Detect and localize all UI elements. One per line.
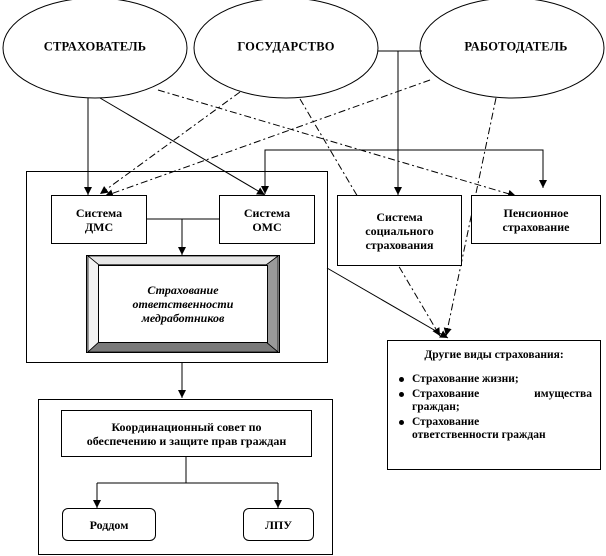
social-line-3: страхования: [365, 237, 434, 252]
dashdot-state-dms: [99, 91, 241, 195]
oms-line-2: ОМС: [252, 219, 282, 234]
box-council: Координационный совет по обеспечению и з…: [61, 410, 312, 457]
oval-state: [193, 0, 379, 99]
council-line-1: Координационный совет по: [111, 419, 262, 434]
pension-line-2: страхование: [502, 219, 570, 234]
maternity-label: Роддом: [89, 517, 129, 532]
box-other-insurance: Другие виды страхования: Страхование жиз…: [387, 340, 601, 470]
clinic-label: ЛПУ: [264, 517, 293, 532]
label-insurer: СТРАХОВАТЕЛЬ: [43, 39, 147, 54]
box-clinic: ЛПУ: [243, 508, 314, 541]
box-dms: Система ДМС: [51, 195, 147, 244]
liability-line-1: Страхование: [147, 283, 219, 297]
oms-line-1: Система: [243, 205, 291, 220]
bevel-shading: [87, 256, 279, 352]
other-item-3-line-1: Страхование: [412, 416, 480, 428]
other-item-2-line-2: граждан;: [412, 401, 460, 413]
box-maternity: Роддом: [62, 508, 156, 541]
council-group-frame: [38, 399, 333, 555]
list-item: Страхование имущества граждан;: [396, 388, 592, 414]
other-insurance-title: Другие виды страхования:: [424, 349, 564, 361]
other-insurance-list: Страхование жизни; Страхование имущества…: [396, 373, 592, 442]
social-line-2: социального: [365, 223, 434, 238]
other-item-2-line-1: Страхование имущества: [412, 388, 592, 400]
box-liability: Страхование ответственности медработнико…: [98, 265, 268, 343]
liability-line-2: ответственности: [132, 297, 234, 311]
line-group-to-other: [326, 267, 449, 339]
label-employer: РАБОТОДАТЕЛЬ: [464, 39, 568, 54]
box-social-insurance: Система социального страхования: [337, 195, 462, 266]
line-bus-pension-top: [264, 149, 544, 188]
other-item-1: Страхование жизни;: [412, 373, 519, 385]
dashdot-insurer-pension: [157, 89, 517, 198]
liability-line-3: медработников: [141, 311, 225, 325]
label-state: ГОСУДАРСТВО: [237, 39, 335, 54]
oval-employer: [419, 0, 605, 99]
council-line-2: обеспечению и защите прав граждан: [86, 433, 287, 448]
social-line-1: Система: [376, 209, 423, 224]
medical-group-frame: [26, 171, 328, 363]
box-oms: Система ОМС: [219, 195, 315, 244]
pension-line-1: Пенсионное: [503, 205, 569, 220]
line-council-branches: [97, 457, 187, 484]
list-item: Страхование жизни;: [396, 373, 592, 386]
other-item-3-line-2: ответственности граждан: [412, 429, 546, 441]
box-pension: Пенсионное страхование: [471, 195, 601, 244]
oval-insurer: [2, 0, 188, 99]
dms-line-1: Система: [75, 205, 123, 220]
list-item: Страхование ответственности граждан: [396, 416, 592, 442]
dashdot-employer-dms: [104, 79, 431, 198]
line-insurer-oms: [99, 97, 266, 196]
box-liability-frame: Страхование ответственности медработнико…: [86, 255, 280, 353]
dms-line-2: ДМС: [84, 219, 114, 234]
